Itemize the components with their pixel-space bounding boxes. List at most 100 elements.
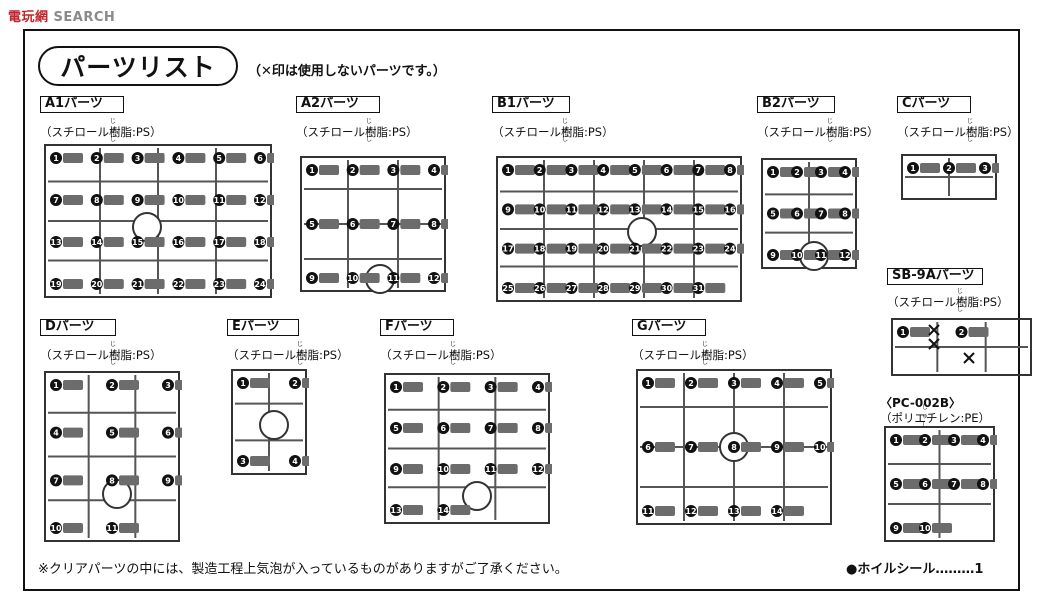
part-shape <box>920 163 940 173</box>
part-shape <box>741 442 761 452</box>
part-number: 14 <box>91 238 103 247</box>
part-shape <box>545 382 552 392</box>
part-shape <box>852 250 859 260</box>
part-number-marker: 3 <box>728 377 740 389</box>
part-shape <box>705 283 726 293</box>
part-shape <box>226 237 247 247</box>
runner-hub <box>259 410 289 440</box>
part-number-marker: 2 <box>955 326 968 338</box>
part-number-marker: 9 <box>131 194 144 206</box>
part-shape <box>546 243 567 254</box>
part-shape <box>497 382 518 392</box>
part-shape <box>961 479 981 489</box>
part-number: 11 <box>485 465 497 474</box>
part-number-marker: 1 <box>907 162 919 174</box>
part-number-marker: 3 <box>979 162 991 174</box>
part-shape <box>400 165 421 175</box>
part-number: 4 <box>53 429 59 438</box>
part-number-marker: 3 <box>484 381 497 393</box>
part-number-marker: 21 <box>628 242 641 255</box>
part-number: 6 <box>664 166 670 175</box>
part-number: 20 <box>91 280 103 289</box>
part-number-marker: 5 <box>213 152 226 164</box>
part-number: 20 <box>598 245 610 254</box>
part-number: 12 <box>685 507 696 516</box>
unused-x-icon <box>963 352 975 364</box>
runner-material: （スチロール樹脂:PS） <box>227 348 349 362</box>
part-number-marker: 6 <box>919 478 931 490</box>
part-number-marker: 2 <box>346 164 359 176</box>
part-shape <box>932 435 952 445</box>
part-number: 4 <box>774 379 780 388</box>
part-shape <box>63 279 83 289</box>
part-shape <box>852 208 859 219</box>
part-shape <box>827 378 834 388</box>
part-shape <box>546 204 567 215</box>
part-number: 16 <box>173 238 185 247</box>
part-shape <box>990 479 997 489</box>
part-number: 10 <box>791 251 803 260</box>
part-number: 6 <box>350 220 356 229</box>
part-number: 1 <box>910 164 916 173</box>
part-shape <box>673 283 694 293</box>
runner-label: A2パーツ <box>296 96 380 113</box>
part-number-marker: 7 <box>685 441 697 453</box>
part-number-marker: 18 <box>254 236 266 248</box>
part-number: 1 <box>309 166 315 175</box>
part-number: 13 <box>50 238 61 247</box>
part-number: 2 <box>109 381 115 390</box>
part-shape <box>515 243 535 254</box>
part-number: 2 <box>292 379 298 388</box>
part-number-marker: 4 <box>977 434 989 446</box>
furigana: じゅし <box>827 118 834 143</box>
part-shape <box>185 279 206 289</box>
part-number-marker: 22 <box>660 242 673 255</box>
part-shape <box>267 237 274 247</box>
part-shape <box>175 427 182 438</box>
part-shape <box>63 237 83 247</box>
part-number-marker: 17 <box>502 242 514 255</box>
part-number: 5 <box>893 480 899 489</box>
furigana: じゅし <box>702 341 709 366</box>
part-shape <box>641 204 662 215</box>
part-shape <box>441 219 448 229</box>
part-shape <box>226 279 247 289</box>
part-number: 6 <box>257 154 263 163</box>
part-number-marker: 2 <box>943 162 955 174</box>
watermark-search: SEARCH <box>53 10 116 25</box>
part-number: 3 <box>135 154 141 163</box>
part-shape <box>705 165 726 175</box>
part-number: 3 <box>731 379 737 388</box>
part-number-marker: 5 <box>628 164 641 176</box>
runner-material: （スチロール樹脂:PS） <box>632 348 754 362</box>
part-number-marker: 9 <box>890 522 902 534</box>
part-number: 15 <box>693 205 705 214</box>
part-shape <box>578 165 599 175</box>
part-shape <box>698 506 718 516</box>
part-shape <box>737 165 744 175</box>
part-number: 2 <box>94 154 100 163</box>
part-number: 1 <box>393 383 399 392</box>
part-number-marker: 6 <box>254 152 266 164</box>
part-number: 14 <box>661 205 673 214</box>
part-shape <box>655 378 675 388</box>
part-number: 10 <box>50 524 62 533</box>
part-number-marker: 1 <box>897 326 909 338</box>
part-number: 1 <box>53 154 59 163</box>
part-number-marker: 10 <box>346 272 359 284</box>
part-number: 3 <box>951 436 957 445</box>
part-shape <box>185 195 206 205</box>
part-number: 11 <box>815 251 827 260</box>
part-shape <box>450 423 471 433</box>
part-number-marker: 11 <box>484 463 497 475</box>
runner-diagram: 1 2 3 <box>901 154 999 200</box>
part-number-marker: 17 <box>213 236 226 248</box>
part-number: 5 <box>309 220 315 229</box>
part-number-marker: 1 <box>306 164 318 176</box>
part-shape <box>185 153 206 163</box>
part-shape <box>903 523 923 533</box>
part-number-marker: 11 <box>387 272 400 284</box>
part-number-marker: 1 <box>767 166 779 178</box>
